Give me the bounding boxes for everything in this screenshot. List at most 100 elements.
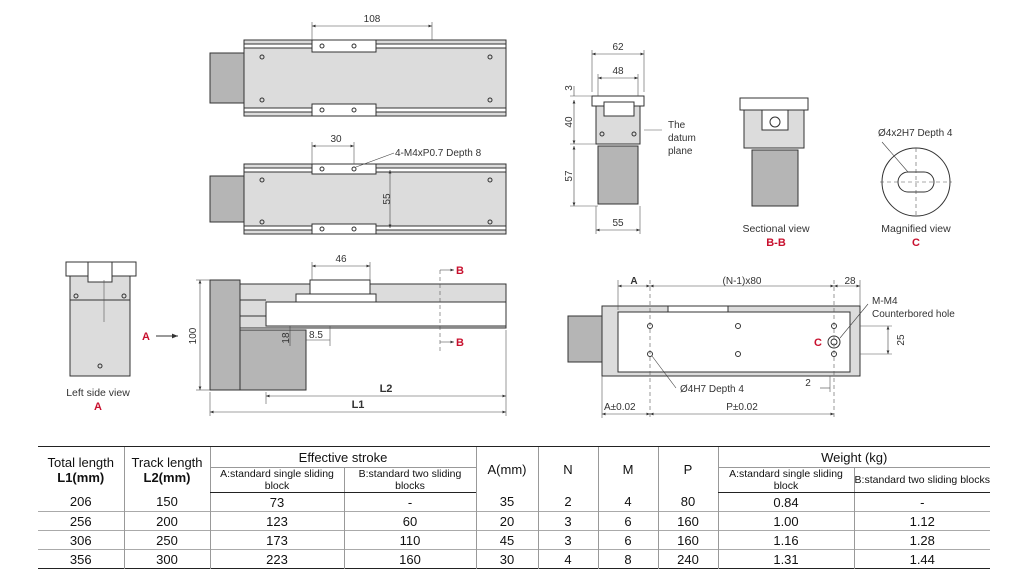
dim-3: 3	[564, 85, 575, 91]
left-side-view: A Left side view A	[65, 261, 178, 413]
bottom-view: C A (N-1)x80 28 M-M4 Counterbored hole 2…	[567, 276, 955, 420]
dim-L2: L2	[380, 383, 393, 395]
dim-P-tol: P±0.02	[726, 402, 758, 413]
table-row: 356 300 223 160 30 4 8 240 1.31 1.44	[38, 549, 990, 569]
cell-weight-a: 1.16	[717, 530, 854, 550]
col-stroke-a: A:standard single sliding block	[209, 467, 344, 493]
cell-p: 240	[657, 549, 718, 569]
dim-55-sec: 55	[612, 218, 624, 229]
cell-stroke-a: 123	[209, 511, 344, 531]
table-row: 306 250 173 110 45 3 6 160 1.16 1.28	[38, 530, 990, 550]
cell-weight-a: 0.84	[717, 492, 854, 512]
cell-l2: 200	[123, 511, 210, 531]
dim-55-mid: 55	[382, 193, 393, 205]
col-weight-b: B:standard two sliding blocks	[853, 467, 990, 493]
section-view: 62 48 3 40 57 55 The datum plane	[564, 42, 696, 234]
dim-57: 57	[564, 170, 575, 182]
dim-N-pitch: (N-1)x80	[723, 276, 762, 287]
col-weight-a: A:standard single sliding block	[717, 467, 854, 493]
cell-weight-a: 1.31	[717, 549, 854, 569]
cell-a: 20	[475, 511, 538, 531]
cell-l2: 250	[123, 530, 210, 550]
technical-drawing: 108 30 4-M4xP0.7 Depth 8 55 46	[65, 14, 955, 420]
col-effective-stroke: Effective stroke	[209, 446, 476, 468]
col-weight: Weight (kg)	[717, 446, 990, 468]
cut-B-bottom: B	[456, 337, 464, 349]
cell-l1: 256	[69, 513, 92, 529]
sectional-view-letter: B-B	[766, 237, 786, 249]
dim-46: 46	[335, 254, 347, 265]
dim-18: 18	[281, 332, 292, 344]
col-p: P	[657, 446, 718, 493]
front-view: 46 100 18 8.5 L2 L1 B B	[188, 254, 507, 416]
dim-25: 25	[896, 334, 907, 346]
dim-A-tol: A±0.02	[604, 402, 636, 413]
dim-A-bottom: A	[630, 276, 637, 287]
cell-stroke-a: 223	[209, 549, 344, 569]
dim-counterbore: Counterbored hole	[872, 309, 955, 320]
cell-weight-b: 1.44	[853, 549, 990, 569]
cell-l1: 306	[69, 532, 92, 548]
magnified-view-caption: Magnified view	[881, 223, 951, 235]
datum-label-1: The	[668, 120, 686, 131]
cell-m: 6	[597, 530, 658, 550]
col-n: N	[537, 446, 598, 493]
cell-p: 160	[657, 530, 718, 550]
cell-n: 3	[537, 530, 598, 550]
col-a-mm: A(mm)	[475, 446, 538, 493]
cell-n: 2	[537, 492, 598, 512]
arrow-A-label: A	[142, 331, 150, 343]
magnified-hole-callout: Ø4x2H7 Depth 4	[878, 128, 953, 139]
cell-weight-b: 1.12	[853, 511, 990, 531]
cell-a: 35	[475, 492, 538, 512]
top-view: 108	[209, 14, 507, 117]
dim-100: 100	[188, 327, 199, 344]
cell-m: 6	[597, 511, 658, 531]
magnified-view-letter: C	[912, 237, 920, 249]
cell-p: 80	[657, 492, 718, 512]
cell-stroke-b: 60	[343, 511, 476, 531]
cell-stroke-b: -	[343, 492, 476, 512]
dim-hole-4H7: Ø4H7 Depth 4	[680, 384, 744, 395]
left-side-view-letter: A	[94, 401, 102, 413]
cell-weight-a: 1.00	[717, 511, 854, 531]
dim-L1: L1	[352, 399, 365, 411]
dim-108: 108	[364, 14, 381, 25]
cell-weight-b: 1.28	[853, 530, 990, 550]
sectional-view-caption: Sectional view	[742, 223, 810, 235]
magnified-view-c: Ø4x2H7 Depth 4 Magnified view C	[878, 128, 953, 249]
cell-m: 4	[597, 492, 658, 512]
cell-l1: 356	[69, 551, 92, 567]
cell-l2: 300	[123, 549, 210, 569]
cut-B-top: B	[456, 265, 464, 277]
middle-view: 30 4-M4xP0.7 Depth 8 55	[209, 134, 507, 235]
dim-62: 62	[612, 42, 624, 53]
cell-a: 45	[475, 530, 538, 550]
col-stroke-b: B:standard two sliding blocks	[343, 467, 476, 493]
dim-48: 48	[612, 66, 624, 77]
cell-n: 3	[537, 511, 598, 531]
dim-M-M4: M-M4	[872, 296, 898, 307]
cell-a: 30	[475, 549, 538, 569]
cell-stroke-b: 110	[343, 530, 476, 550]
cell-stroke-b: 160	[343, 549, 476, 569]
cell-stroke-a: 173	[209, 530, 344, 550]
table-row: 256 200 123 60 20 3 6 160 1.00 1.12	[38, 511, 990, 531]
cell-n: 4	[537, 549, 598, 569]
cell-weight-b: -	[853, 492, 990, 512]
dim-40: 40	[564, 116, 575, 128]
table-row: 206 150 73 - 35 2 4 80 0.84 -	[38, 492, 990, 512]
thread-callout: 4-M4xP0.7 Depth 8	[395, 148, 482, 159]
cell-l2: 150	[123, 492, 210, 512]
cell-l1: 206	[69, 494, 92, 510]
datum-label-2: datum	[668, 133, 696, 144]
dim-28: 28	[844, 276, 856, 287]
cell-m: 8	[597, 549, 658, 569]
cell-p: 160	[657, 511, 718, 531]
left-side-view-caption: Left side view	[66, 387, 130, 399]
dim-8-5: 8.5	[309, 330, 323, 341]
detail-C-label: C	[814, 337, 822, 349]
